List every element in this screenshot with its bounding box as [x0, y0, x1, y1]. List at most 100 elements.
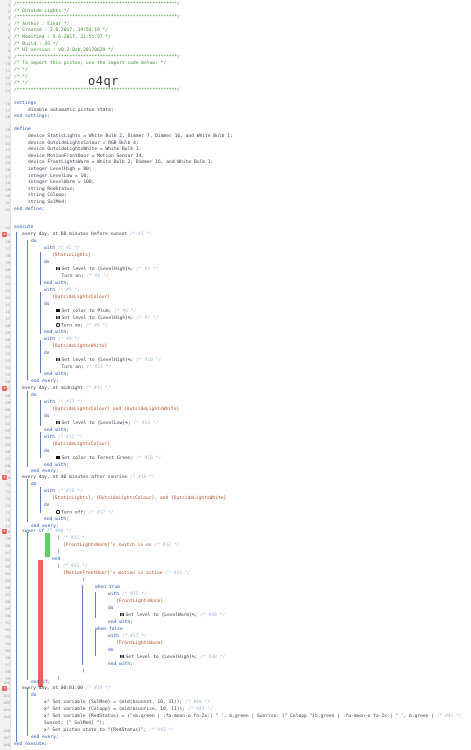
condition[interactable]: {MotionFrontDoor}'s motion is active: [63, 571, 163, 576]
end-if: end if;: [31, 680, 51, 685]
define-statement[interactable]: integer LevelHigh = 80;: [28, 167, 92, 172]
define-statement[interactable]: device OutsideLightsWhite = White Bulb 3…: [28, 147, 142, 153]
task-statement[interactable]: Turn off;: [61, 510, 86, 516]
power-icon: [56, 323, 60, 327]
variable-icon: x²: [44, 707, 53, 712]
trigger-icon: P: [2, 386, 7, 391]
header-line: /* */: [14, 74, 28, 80]
task-statement[interactable]: Set variable {RedStatus} = ("<b,green | …: [52, 714, 434, 719]
import-code[interactable]: o4qr: [88, 74, 119, 88]
header-line: /* UI version : v0.2.0cb.20170629 */: [14, 48, 114, 54]
define-statement[interactable]: integer LevelLow = 10;: [28, 173, 89, 179]
statement-id: /* #36 */: [200, 613, 226, 618]
with-keyword[interactable]: with: [44, 337, 56, 342]
with-keyword[interactable]: with: [44, 400, 56, 405]
condition-true-marker: [45, 533, 50, 557]
with-keyword[interactable]: with: [44, 246, 56, 251]
statement-id: /* #2 */: [57, 246, 80, 251]
every-statement[interactable]: every day, at midnight: [22, 386, 83, 391]
do-keyword: do: [44, 414, 50, 419]
with-keyword[interactable]: with: [44, 288, 56, 293]
with-keyword[interactable]: with: [108, 634, 120, 639]
statement-id: /* #43 */: [149, 728, 175, 733]
statement-id: /* #4 */: [86, 274, 109, 279]
statement-id: /* #32 */: [154, 543, 180, 548]
every-statement[interactable]: every day, at 00:01:00: [22, 686, 83, 691]
statement-id: /* #31 */: [62, 536, 88, 541]
statement-id: /* #39 */: [85, 686, 111, 691]
task-statement[interactable]: Set level to {LevelWarm}%;: [125, 613, 198, 618]
color-swatch-icon: [56, 309, 60, 312]
task-statement[interactable]: Set color to Forest Green;: [61, 456, 134, 461]
when-false[interactable]: when false: [95, 627, 123, 632]
header-line: /***************************************…: [14, 54, 180, 60]
device-ref[interactable]: {OutsideLightsColour}: [52, 295, 111, 300]
task-statement[interactable]: Set level to {LevelHigh}%;: [125, 655, 198, 660]
end-with: end with;: [44, 330, 69, 335]
statement-id: /* #1 */: [129, 232, 153, 237]
task-statement[interactable]: Set level to {LevelHigh}%;: [61, 267, 134, 272]
device-ref[interactable]: {OutsideLightsWhite}: [52, 344, 108, 349]
define-statement[interactable]: integer LevelWarm = 100;: [28, 180, 95, 186]
every-statement[interactable]: every day, at 60 minutes before sunset: [22, 232, 128, 237]
execute-keyword[interactable]: execute: [14, 225, 34, 230]
task-statement[interactable]: Set variable {SolMed} = (mid($sunset, 10…: [52, 700, 183, 705]
device-ref[interactable]: {FrontLightsWarm}: [116, 641, 164, 646]
do-keyword: do: [31, 393, 37, 398]
with-35-rail: [95, 592, 96, 618]
with-keyword[interactable]: with: [108, 592, 120, 597]
define-statement[interactable]: device MotionFrontDoor = Motion Sensor 1…: [28, 153, 145, 159]
with-37-rail: [95, 630, 96, 656]
line-number-gutter: [0, 0, 11, 750]
header-line: /* To import this piston, use the import…: [14, 61, 167, 67]
device-ref[interactable]: {OutsideLightsColour} and {OutsideLights…: [52, 407, 180, 412]
statement-id: /* #41 */: [187, 707, 213, 712]
header-line: /* */: [14, 68, 28, 73]
end-every: end every;: [31, 524, 59, 529]
bars-icon: [120, 613, 124, 616]
define-keyword[interactable]: define: [14, 127, 31, 133]
statement-id: /* #34 */: [165, 571, 191, 576]
device-ref[interactable]: {StaticLights}: [52, 253, 91, 258]
settings-keyword[interactable]: settings: [14, 101, 37, 106]
task-statement[interactable]: Set level to {LevelHigh}%;: [61, 358, 134, 363]
header-line: /* */: [14, 81, 28, 87]
if-statement[interactable]: swyer if: [22, 529, 45, 534]
device-ref[interactable]: {OutsideLightsColour}: [52, 442, 111, 447]
define-statement[interactable]: device OutsideLightsColour = RGB Bulb 4;: [28, 140, 139, 146]
define-statement[interactable]: string Colopp;: [28, 193, 67, 199]
every-16-rail: [27, 479, 28, 522]
bars-icon: [56, 267, 60, 270]
device-ref[interactable]: {StaticLights}, {OutsideLightsColour}, a…: [52, 496, 227, 501]
define-statement[interactable]: device StaticLights = White Bulb 2, Dimm…: [28, 134, 233, 139]
header-line: /* Outside Lights */: [14, 8, 70, 14]
task-statement[interactable]: Set color to Plum;: [61, 309, 112, 314]
condition[interactable]: {FrontLightsWarm}'s switch is on: [63, 543, 152, 548]
settings-statement[interactable]: disable automatic piston state;: [28, 107, 114, 113]
define-statement[interactable]: string SolMed;: [28, 200, 67, 205]
statement-id: /* #16 */: [57, 489, 83, 494]
statement-id: /* #12 */: [85, 386, 111, 391]
device-ref[interactable]: {FrontLightsWarm}: [116, 599, 164, 604]
every-39-rail: [27, 688, 28, 736]
define-statement[interactable]: device FrontLightsWarm = White Bulb 2, D…: [28, 160, 214, 166]
task-statement[interactable]: Set piston state to "{RedStatus}";: [52, 728, 147, 733]
task-statement[interactable]: Turn on;: [61, 274, 84, 279]
when-true[interactable]: when true: [95, 585, 120, 590]
bars-icon: [56, 421, 60, 424]
define-statement[interactable]: string RedStatus;: [28, 186, 76, 192]
every-statement[interactable]: every day, at 40 minutes after sunrise: [22, 475, 128, 480]
and-keyword: end: [52, 557, 61, 562]
header-line: /* Created : 2.6.2017, 19:54:19 */: [14, 28, 109, 34]
task-statement[interactable]: Turn on;: [61, 323, 84, 329]
task-statement[interactable]: Set variable {Colopp} = (mid($sunrise, 1…: [52, 707, 186, 712]
task-statement[interactable]: Set level to {LevelLow}%;: [61, 421, 131, 426]
with-keyword[interactable]: with: [44, 435, 56, 440]
statement-id: /* #33 */: [62, 564, 88, 569]
task-statement[interactable]: Turn on;: [61, 365, 84, 370]
statement-id: /* #16 */: [129, 475, 155, 480]
task-statement[interactable]: Set level to {LevelHigh}%;: [61, 316, 134, 321]
with-keyword[interactable]: with: [44, 489, 56, 494]
statement-id: /* #42 */: [436, 714, 462, 719]
variable-icon: x²: [44, 714, 53, 719]
